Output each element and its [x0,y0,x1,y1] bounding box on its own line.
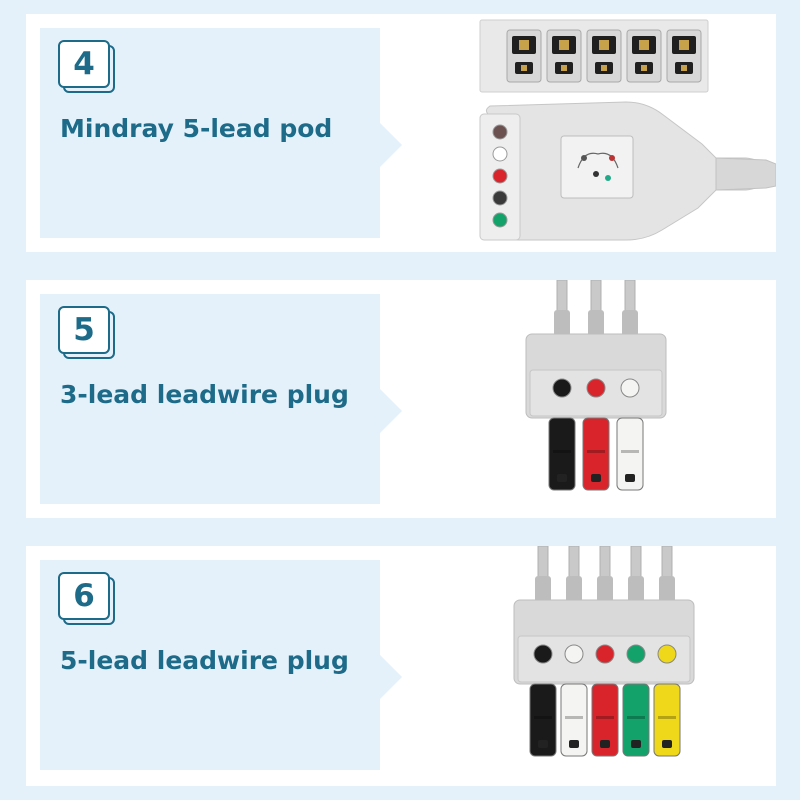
section-4-label-box: 4 Mindray 5-lead pod [40,28,402,238]
section-4-panel: 4 Mindray 5-lead pod [26,14,776,252]
color-dot [620,378,640,398]
pin-hole [569,740,579,748]
five-lead-plug-image [513,546,695,757]
cable-strain-relief [566,576,582,602]
section-number: 4 [58,40,110,88]
gold-pin [521,65,527,71]
lead-pin [622,683,650,757]
pin-ridge [658,716,676,719]
pin-ridge [534,716,552,719]
lead-pin [548,417,576,491]
cable-strain-relief [622,310,638,336]
pin-hole [625,474,635,482]
pin-ridge [621,450,639,453]
lead-pin [616,417,644,491]
color-dot [657,644,677,664]
color-dot [552,378,572,398]
gold-pin [679,40,689,50]
pin-hole [538,740,548,748]
pin-ridge [565,716,583,719]
pin-hole [591,474,601,482]
color-dot [586,378,606,398]
section-6-label-box: 6 5-lead leadwire plug [40,560,402,770]
cable-strain-relief [597,576,613,602]
lead-pin [560,683,588,757]
pin-ridge [587,450,605,453]
section-title: 5-lead leadwire plug [60,646,349,675]
gold-pin [641,65,647,71]
cable-strain-relief [554,310,570,336]
section-5-number-badge: 5 [58,306,118,362]
color-dot [533,644,553,664]
pod-color-dot [492,190,508,206]
cable-strain-relief [588,310,604,336]
color-dot [564,644,584,664]
gold-pin [519,40,529,50]
pin-ridge [553,450,571,453]
pin-hole [631,740,641,748]
gold-pin [559,40,569,50]
gold-pin [561,65,567,71]
lead-pin [591,683,619,757]
lead-pin [582,417,610,491]
cable-strain-relief [628,576,644,602]
gold-pin [681,65,687,71]
gold-pin [601,65,607,71]
cable-strain-relief [659,576,675,602]
pin-hole [662,740,672,748]
pin-ridge [627,716,645,719]
pin-connector-image [479,19,709,93]
pin-ridge [596,716,614,719]
section-number: 5 [58,306,110,354]
color-dot [626,644,646,664]
pod-body-image [479,101,776,241]
section-number: 6 [58,572,110,620]
pod-color-dot [492,146,508,162]
pod-color-dot [492,168,508,184]
pin-hole [600,740,610,748]
three-lead-plug-image [525,280,667,491]
lead-pin [529,683,557,757]
pod-color-dot [492,124,508,140]
section-5-panel: 5 3-lead leadwire plug [26,280,776,518]
lead-pin [653,683,681,757]
section-5-label-box: 5 3-lead leadwire plug [40,294,402,504]
pod-color-dot [492,212,508,228]
color-dot [595,644,615,664]
pin-hole [557,474,567,482]
pod-image [479,19,776,241]
section-title: 3-lead leadwire plug [60,380,349,409]
section-6-panel: 6 5-lead leadwire plug [26,546,776,786]
cable-strain-relief [535,576,551,602]
section-title: Mindray 5-lead pod [60,114,333,143]
section-4-number-badge: 4 [58,40,118,96]
gold-pin [599,40,609,50]
gold-pin [639,40,649,50]
section-6-number-badge: 6 [58,572,118,628]
